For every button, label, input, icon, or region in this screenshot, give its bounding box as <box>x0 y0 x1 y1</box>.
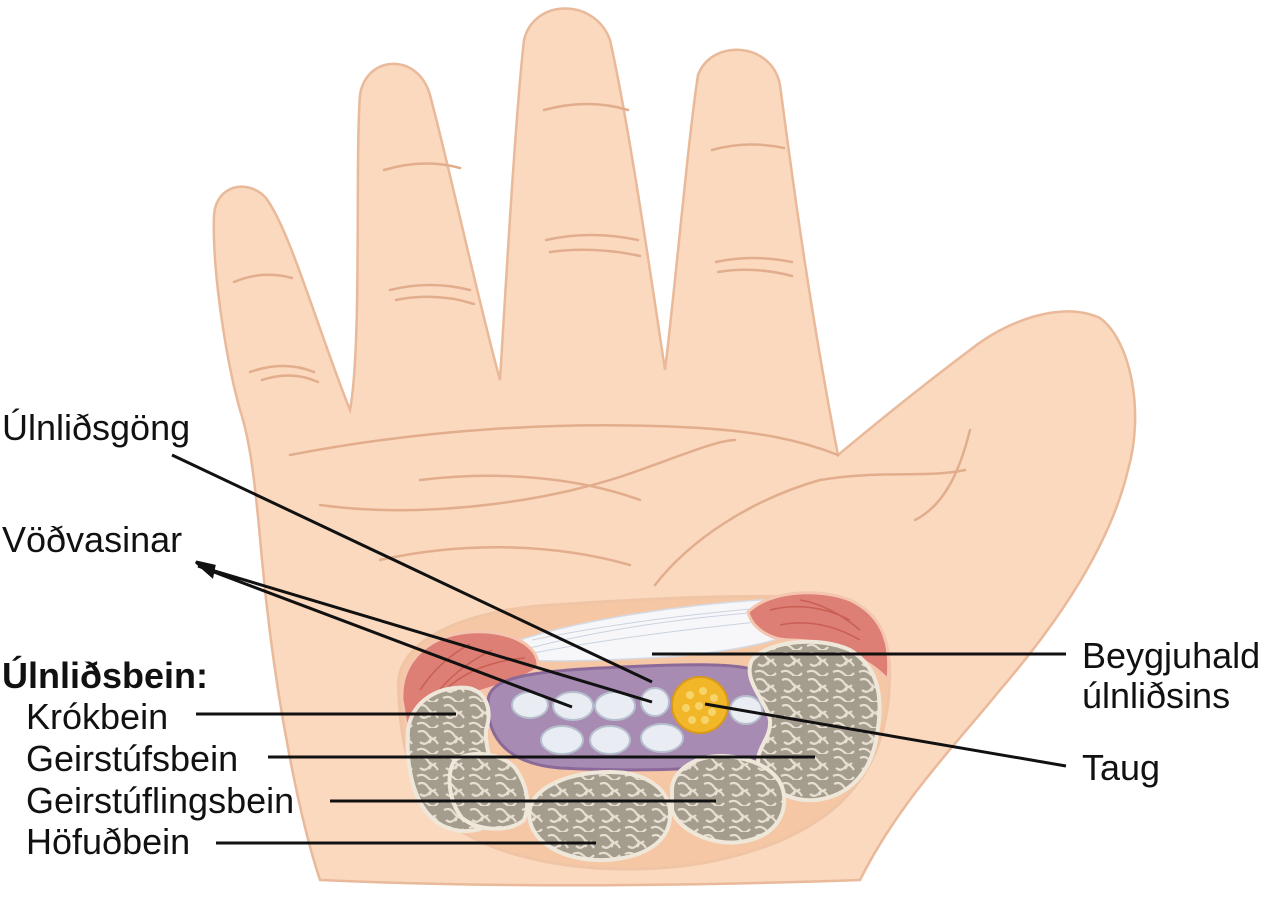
median-nerve <box>671 676 729 734</box>
tendon <box>589 725 631 755</box>
carpal-bones <box>405 639 882 863</box>
label-trapezium: Höfuðbein <box>26 821 190 862</box>
labels: Úlnliðsgöng Vöðvasinar Úlnliðsbein: Krók… <box>2 407 1260 862</box>
tendons <box>511 687 763 755</box>
label-trapezoid: Geirstúflingsbein <box>26 780 294 821</box>
label-carpal-bones-heading: Úlnliðsbein: <box>2 654 208 696</box>
label-retinaculum-line1: Beygjuhald <box>1082 635 1260 676</box>
leader-nerve <box>704 702 1067 768</box>
tendon <box>640 687 670 717</box>
leader-tendons-junction <box>195 560 216 579</box>
finger-creases <box>232 102 794 384</box>
palm-creases <box>288 424 972 587</box>
trapezoid-bone <box>670 753 787 845</box>
tendon <box>552 691 594 721</box>
trapezium-bone <box>527 769 673 863</box>
tendon <box>640 723 684 753</box>
label-tendons: Vöðvasinar <box>2 519 182 560</box>
label-capitate: Geirstúfsbein <box>26 738 238 779</box>
capitate-bone <box>747 639 882 803</box>
label-nerve: Taug <box>1082 747 1160 788</box>
leader-tendons <box>197 564 653 709</box>
tendon <box>540 725 584 755</box>
label-carpal-tunnel: Úlnliðsgöng <box>2 407 190 448</box>
leader-carpal-tunnel <box>171 453 653 684</box>
leader-lines <box>171 453 1067 845</box>
muscle-right <box>746 591 891 684</box>
label-hamate: Krókbein <box>26 696 168 737</box>
label-retinaculum-line2: úlnliðsins <box>1082 675 1230 716</box>
